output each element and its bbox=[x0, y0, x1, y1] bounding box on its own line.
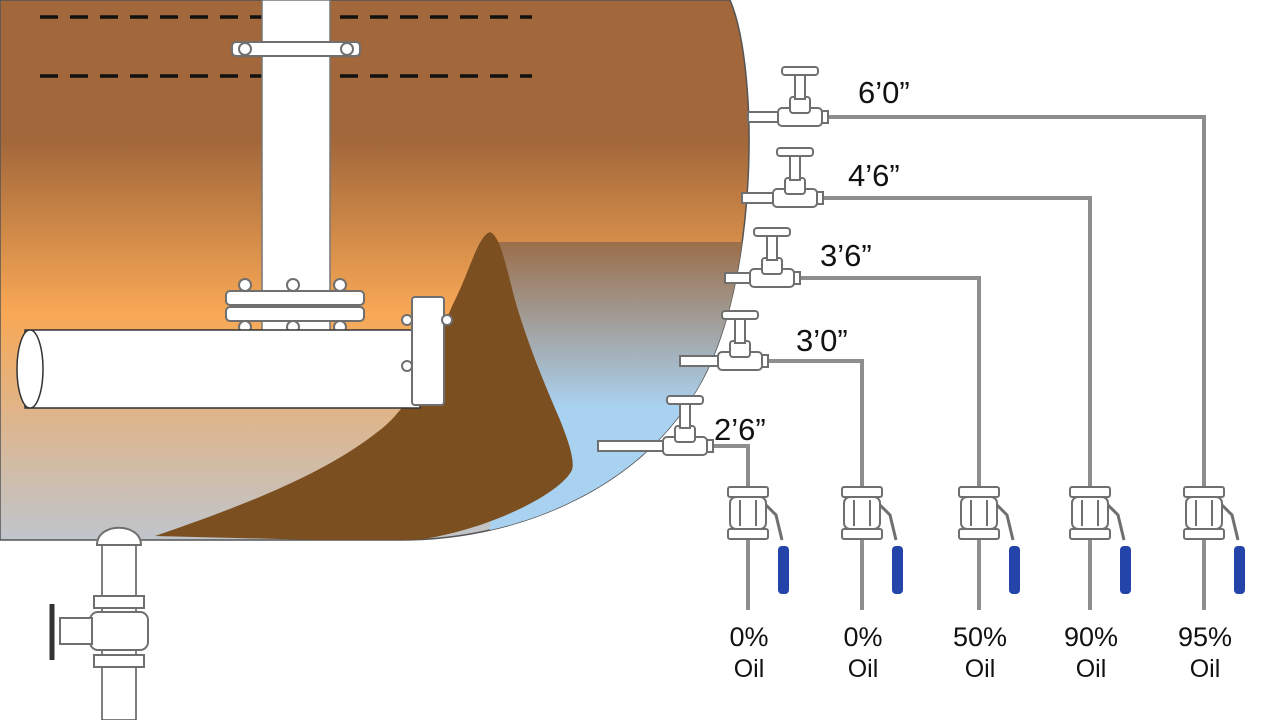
oil-label: Oil bbox=[965, 655, 996, 683]
sample-nipple bbox=[597, 440, 666, 452]
sample-line bbox=[820, 196, 1092, 610]
sample-line bbox=[710, 444, 750, 610]
sample-level-label: 4’6” bbox=[848, 158, 900, 193]
ball-valve-handle[interactable] bbox=[1120, 546, 1131, 594]
spreader-pipe bbox=[16, 296, 453, 409]
ball-valve-handle[interactable] bbox=[1234, 546, 1245, 594]
sample-level-label: 3’0” bbox=[796, 323, 848, 358]
sample-cock-3: 3’6” bbox=[724, 227, 981, 610]
ball-valve-icon[interactable] bbox=[958, 486, 1020, 594]
oil-label: Oil bbox=[1076, 655, 1107, 683]
ball-valve-icon[interactable] bbox=[1069, 486, 1131, 594]
sample-level-label: 6’0” bbox=[858, 75, 910, 110]
sample-nipple bbox=[679, 355, 721, 367]
oil-label: Oil bbox=[1190, 655, 1221, 683]
sample-nipple bbox=[741, 192, 776, 204]
globe-valve-icon[interactable] bbox=[772, 147, 824, 208]
drain-1: 95% Oil bbox=[1178, 486, 1245, 683]
sample-drains: 95% Oil 90% Oil 50% Oil 0% Oil 0% Oil bbox=[727, 486, 1245, 683]
ball-valve-handle[interactable] bbox=[892, 546, 903, 594]
sample-nipple bbox=[724, 272, 753, 284]
sample-cock-1: 6’0” bbox=[747, 66, 1206, 610]
sample-level-label: 3’6” bbox=[820, 238, 872, 273]
sample-cock-2: 4’6” bbox=[741, 147, 1092, 610]
drain-2: 90% Oil bbox=[1064, 486, 1131, 683]
ball-valve-icon[interactable] bbox=[1183, 486, 1245, 594]
sample-nipple bbox=[747, 111, 781, 123]
ball-valve-handle[interactable] bbox=[778, 546, 789, 594]
globe-valve-icon[interactable] bbox=[777, 66, 829, 127]
drain-pipe bbox=[49, 526, 149, 720]
sample-cock-4: 3’0” bbox=[679, 310, 864, 610]
oil-percent-label: 90% bbox=[1064, 622, 1118, 652]
ball-valve-icon[interactable] bbox=[727, 486, 789, 594]
oil-percent-label: 50% bbox=[953, 622, 1007, 652]
oil-label: Oil bbox=[734, 655, 765, 683]
oil-percent-label: 0% bbox=[729, 622, 768, 652]
globe-valve-icon[interactable] bbox=[717, 310, 769, 371]
oil-label: Oil bbox=[848, 655, 879, 683]
ball-valve-icon[interactable] bbox=[841, 486, 903, 594]
ball-valve-handle[interactable] bbox=[1009, 546, 1020, 594]
drain-4: 0% Oil bbox=[841, 486, 903, 683]
globe-valve-icon[interactable] bbox=[662, 395, 714, 456]
globe-valve-icon[interactable] bbox=[749, 227, 801, 288]
drain-5: 0% Oil bbox=[727, 486, 789, 683]
sample-cock-5: 2’6” bbox=[597, 395, 766, 610]
sample-cocks: 6’0” 4’6” 3’6” 3’0” 2’6” bbox=[597, 66, 1206, 610]
oil-percent-label: 0% bbox=[843, 622, 882, 652]
sample-level-label: 2’6” bbox=[714, 412, 766, 447]
oil-percent-label: 95% bbox=[1178, 622, 1232, 652]
sample-line bbox=[825, 115, 1206, 610]
drain-3: 50% Oil bbox=[953, 486, 1020, 683]
sludge-deposit bbox=[155, 232, 573, 540]
